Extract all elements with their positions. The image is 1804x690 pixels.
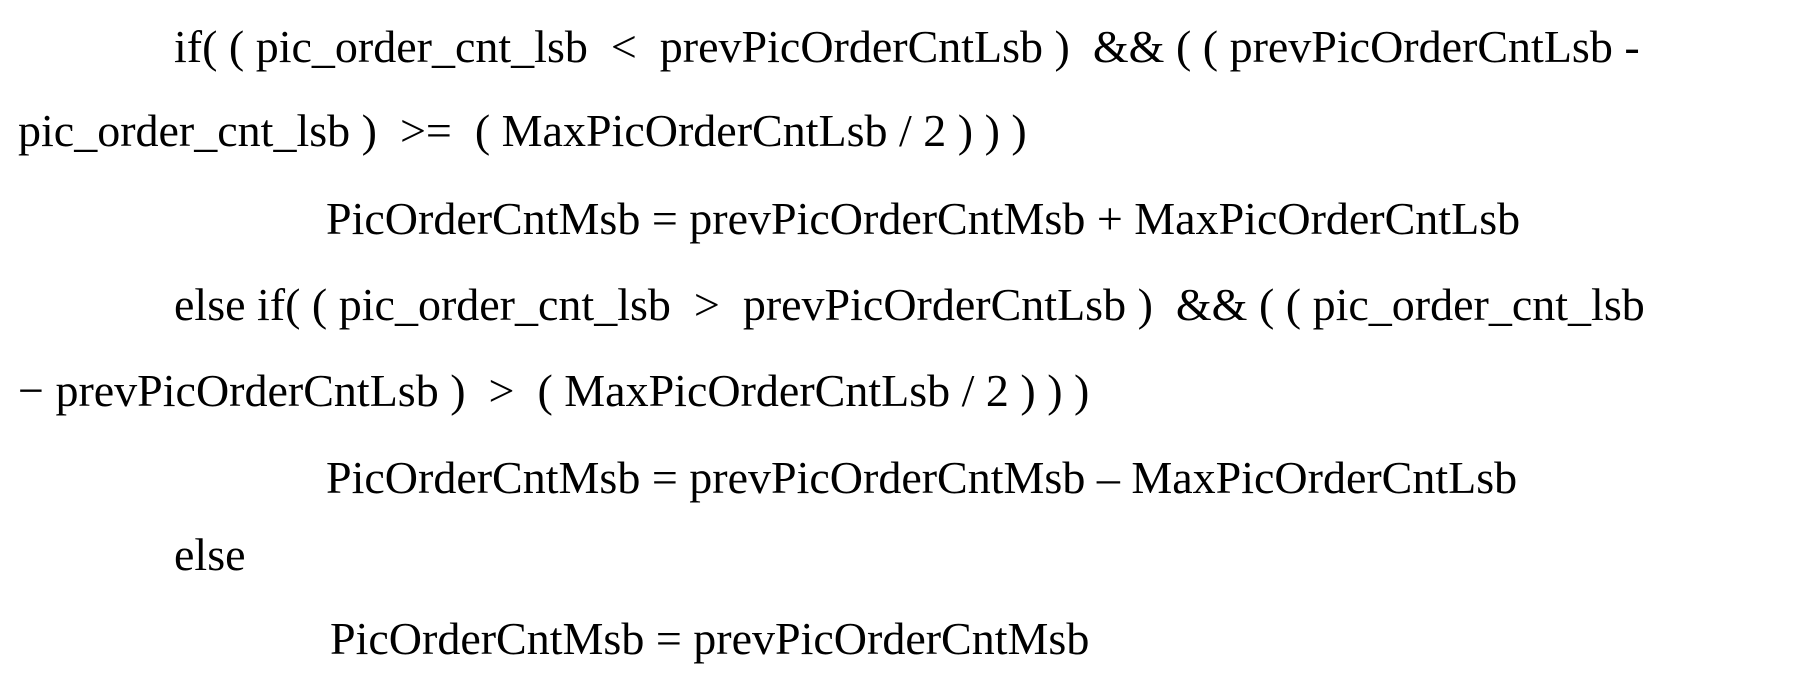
code-line-else: else [174, 532, 246, 578]
code-line-else-if-condition-continued: − prevPicOrderCntLsb ) > ( MaxPicOrderCn… [18, 368, 1089, 414]
code-line-if-condition: if( ( pic_order_cnt_lsb < prevPicOrderCn… [174, 24, 1640, 70]
code-line-msb-subtract: PicOrderCntMsb = prevPicOrderCntMsb – Ma… [326, 455, 1517, 501]
code-line-msb-assign: PicOrderCntMsb = prevPicOrderCntMsb [330, 616, 1089, 662]
code-line-msb-add: PicOrderCntMsb = prevPicOrderCntMsb + Ma… [326, 196, 1520, 242]
code-line-if-condition-continued: pic_order_cnt_lsb ) >= ( MaxPicOrderCntL… [18, 108, 1027, 154]
code-line-else-if-condition: else if( ( pic_order_cnt_lsb > prevPicOr… [174, 282, 1645, 328]
